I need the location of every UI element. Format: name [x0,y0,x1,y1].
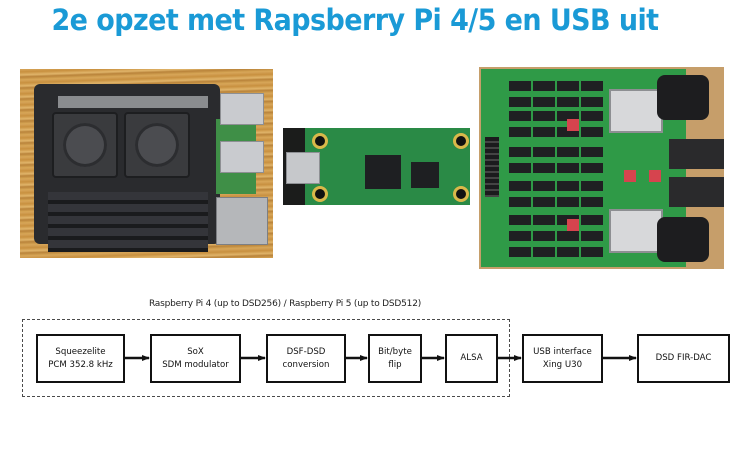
ic-chip [509,127,531,137]
block-label: Xing U30 [542,359,583,370]
block-label: DSD FIR-DAC [655,353,712,363]
ic-chip [533,181,555,191]
ic-chip [581,111,603,121]
xlr-connector [657,75,709,120]
block-label: Squeezelite [55,346,106,357]
ic-chip [509,163,531,173]
ic-chip [509,97,531,107]
ic-chip [533,97,555,107]
mount-hole [312,133,328,149]
ic-chip [533,215,555,225]
capacitor [567,219,579,231]
ic-chip [533,197,555,207]
ic-chip [533,163,555,173]
ic-chip [557,111,579,121]
usb-port [220,141,264,173]
ic-chip [581,247,603,257]
ic-chip [509,197,531,207]
ic-chip [509,247,531,257]
fan-icon [52,112,118,178]
ic-chip [581,147,603,157]
fan-icon [124,112,190,178]
ic-chip [581,197,603,207]
block-label: SoX [187,346,204,357]
block-label: SDM modulator [162,359,229,370]
capacitor [567,119,579,131]
block-label: DSF-DSD [286,346,326,357]
ic-chip [581,127,603,137]
heatsink-fins [48,192,208,252]
block-label: conversion [282,359,330,370]
ic-chip [557,127,579,137]
block-dsd-fir-dac: DSD FIR-DAC [637,334,730,383]
ic-chip [509,81,531,91]
ic-chip [533,81,555,91]
raspberry-pi-case-photo [20,69,273,258]
block-label: Bit/byte [378,346,412,357]
block-label: ALSA [460,353,483,363]
ic-chip [533,247,555,257]
capacitor [649,170,661,182]
ic-chip [533,111,555,121]
block-dsf-dsd: DSF-DSD conversion [266,334,346,383]
ic-chip [581,181,603,191]
ic-chip [557,147,579,157]
capacitor [624,170,636,182]
ic-chip [509,147,531,157]
rca-connector [669,177,724,207]
ethernet-port [216,197,268,245]
usb-b-connector [286,152,320,184]
ic-chip [509,181,531,191]
pi-case [34,84,220,252]
usb-interface-board-photo [283,128,470,205]
mount-hole [453,133,469,149]
ic-chip [533,127,555,137]
mount-hole [453,186,469,202]
output-transformer [609,209,663,253]
ic-chip [557,97,579,107]
ic-chip [557,181,579,191]
block-label: flip [388,359,402,370]
ic-chip [581,81,603,91]
block-usb-interface: USB interface Xing U30 [522,334,603,383]
ic-chip [557,247,579,257]
ic-chip [533,231,555,241]
ic-chip [557,231,579,241]
ic-chip [533,147,555,157]
block-squeezelite: Squeezelite PCM 352.8 kHz [36,334,125,383]
ic-chip [509,215,531,225]
block-sox: SoX SDM modulator [150,334,241,383]
xmos-chip [365,155,401,189]
ic-chip [581,163,603,173]
dsd-dac-board-photo [479,67,724,269]
ic-chip [509,111,531,121]
group-label: Raspberry Pi 4 (up to DSD256) / Raspberr… [148,299,422,309]
cpld-chip [411,162,439,188]
pin-header [485,137,499,197]
ic-chip [509,231,531,241]
ic-chip [581,215,603,225]
block-bitflip: Bit/byte flip [368,334,422,383]
ic-chip [581,97,603,107]
block-label: PCM 352.8 kHz [48,359,113,370]
ic-chip [581,231,603,241]
usb-port [220,93,264,125]
rca-connector [669,139,724,169]
ic-chip [557,81,579,91]
block-alsa: ALSA [445,334,498,383]
xlr-connector [657,217,709,262]
slide-title: 2e opzet met Rapsberry Pi 4/5 en USB uit [51,3,659,37]
gpio-header [58,96,208,108]
block-label: USB interface [533,346,592,357]
ic-chip [557,163,579,173]
ic-chip [557,197,579,207]
mount-hole [312,186,328,202]
